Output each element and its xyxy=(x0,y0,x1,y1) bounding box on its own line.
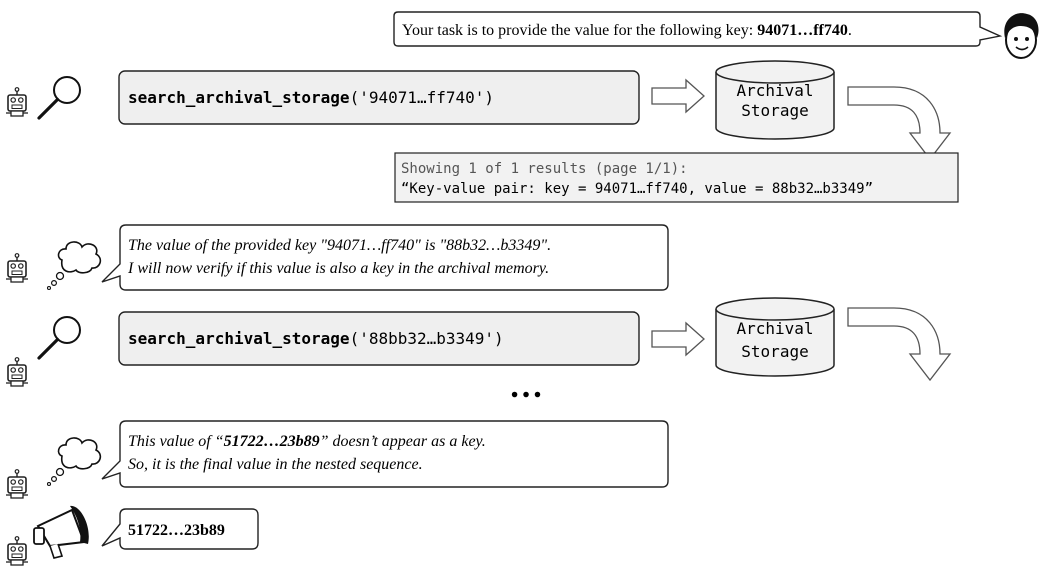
curved-arrow xyxy=(847,86,951,160)
storage-label: Archival xyxy=(736,319,813,338)
megaphone-icon xyxy=(33,505,89,559)
user-task-text: Your task is to provide the value for th… xyxy=(402,22,852,39)
answer-speech-bubble xyxy=(101,508,259,550)
final-answer-text: 51722…23b89 xyxy=(128,522,225,539)
result-header-text: Showing 1 of 1 results (page 1/1): xyxy=(401,161,688,177)
curved-arrow xyxy=(847,307,951,381)
user-face-icon xyxy=(1004,13,1039,59)
thought-text: So, it is the final value in the nested … xyxy=(128,456,423,473)
thought-bubble-icon xyxy=(46,241,102,291)
thought-speech-bubble xyxy=(101,224,669,291)
search-call-text: search_archival_storage('88bb32…b3349') xyxy=(128,329,504,348)
robot-icon xyxy=(5,86,29,117)
right-arrow xyxy=(651,79,705,113)
result-body-text: “Key-value pair: key = 94071…ff740, valu… xyxy=(401,181,873,197)
magnifier-icon xyxy=(37,75,82,120)
thought-text: I will now verify if this value is also … xyxy=(127,260,549,277)
search-call-box xyxy=(118,311,640,366)
search-result-box xyxy=(394,152,959,203)
user-speech-bubble xyxy=(393,11,1003,47)
archival-storage-cylinder xyxy=(715,60,835,140)
magnifier-icon xyxy=(37,315,82,360)
thought-speech-bubble xyxy=(101,420,669,488)
thought-text: The value of the provided key "94071…ff7… xyxy=(128,237,551,254)
storage-label: Storage xyxy=(741,101,808,120)
search-call-box xyxy=(118,70,640,125)
right-arrow xyxy=(651,322,705,356)
robot-icon xyxy=(5,535,29,566)
robot-icon xyxy=(5,468,29,499)
search-call-text: search_archival_storage('94071…ff740') xyxy=(128,88,494,107)
thought-bubble-icon xyxy=(46,437,102,487)
ellipsis: … xyxy=(509,368,543,405)
robot-icon xyxy=(5,356,29,387)
robot-icon xyxy=(5,252,29,283)
thought-text: This value of “51722…23b89” doesn’t appe… xyxy=(128,433,486,450)
storage-label: Archival xyxy=(736,81,813,100)
storage-label: Storage xyxy=(741,342,808,361)
